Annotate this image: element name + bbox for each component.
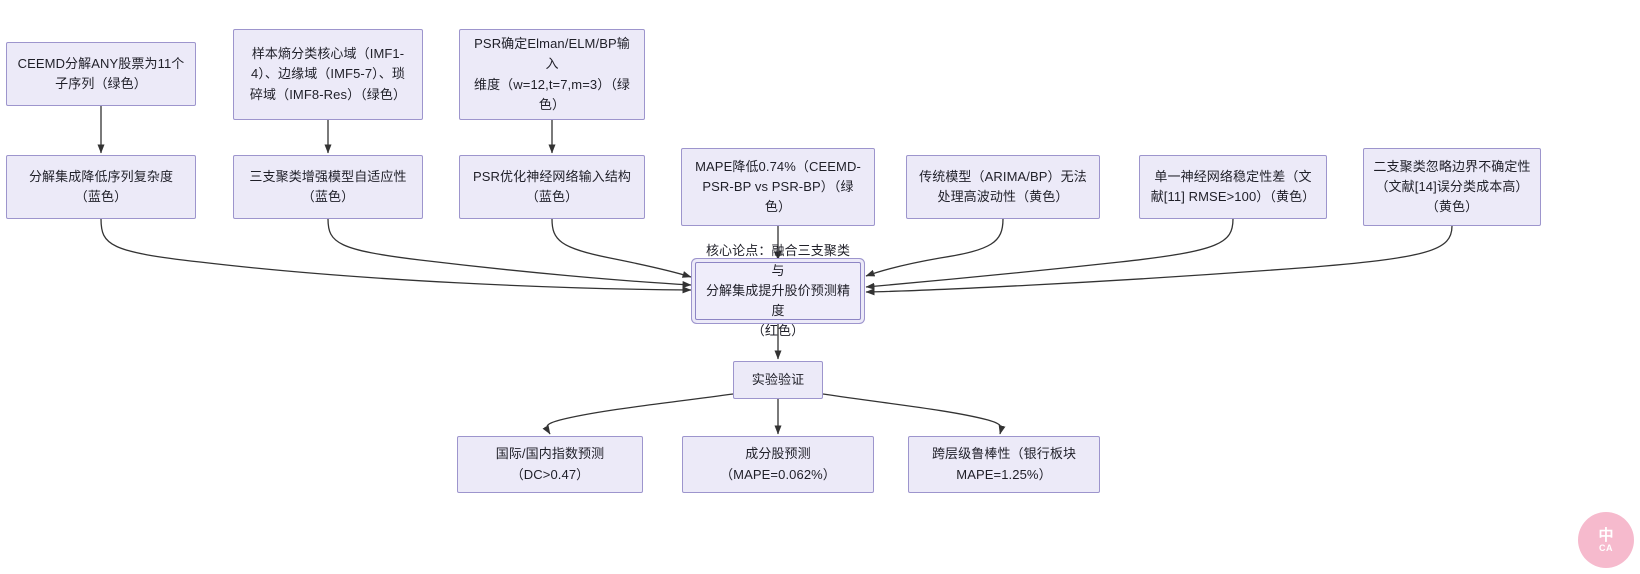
node-two-way-clustering-gap[interactable]: 二支聚类忽略边界不确定性 （文献[14]误分类成本高） （黄色）: [1363, 148, 1541, 226]
node-ceemd-decomposition[interactable]: CEEMD分解ANY股票为11个 子序列（绿色）: [6, 42, 196, 106]
watermark-subtext: CA: [1599, 542, 1613, 553]
node-psr-input-dimension[interactable]: PSR确定Elman/ELM/BP输入 维度（w=12,t=7,m=3）（绿 色…: [459, 29, 645, 120]
node-psr-optimize-nn-input[interactable]: PSR优化神经网络输入结构 （蓝色）: [459, 155, 645, 219]
node-decompose-reduce-complexity[interactable]: 分解集成降低序列复杂度 （蓝色）: [6, 155, 196, 219]
node-label: MAPE降低0.74%（CEEMD- PSR-BP vs PSR-BP）（绿 色…: [695, 158, 861, 215]
node-label: 分解集成降低序列复杂度 （蓝色）: [28, 168, 174, 204]
node-label: 二支聚类忽略边界不确定性 （文献[14]误分类成本高） （黄色）: [1373, 158, 1531, 215]
node-index-forecast-result[interactable]: 国际/国内指数预测 （DC>0.47）: [457, 436, 643, 493]
node-label: 实验验证: [751, 371, 805, 387]
node-label: CEEMD分解ANY股票为11个 子序列（绿色）: [17, 55, 185, 91]
node-label: 单一神经网络稳定性差（文 献[11] RMSE>100）（黄色）: [1150, 168, 1316, 204]
node-label: 传统模型（ARIMA/BP）无法 处理高波动性（黄色）: [919, 168, 1087, 204]
node-label: 三支聚类增强模型自适应性 （蓝色）: [249, 168, 407, 204]
edge-traditional-to-core: [865, 218, 1004, 277]
edge-twoway-to-core: [865, 225, 1453, 296]
node-experiment-validation[interactable]: 实验验证: [733, 361, 823, 399]
node-label: 样本熵分类核心域（IMF1- 4）、边缘域（IMF5-7）、琐 碎域（IMF8-…: [249, 46, 407, 102]
node-three-way-clustering-adaptivity[interactable]: 三支聚类增强模型自适应性 （蓝色）: [233, 155, 423, 219]
node-label: 核心论点：融合三支聚类与 分解集成提升股价预测精度 （红色）: [705, 242, 851, 339]
node-sample-entropy-classification[interactable]: 样本熵分类核心域（IMF1- 4）、边缘域（IMF5-7）、琐 碎域（IMF8-…: [233, 29, 423, 120]
edge-psropt-to-core: [551, 218, 692, 278]
node-mape-reduction-evidence[interactable]: MAPE降低0.74%（CEEMD- PSR-BP vs PSR-BP）（绿 色…: [681, 148, 875, 226]
edge-experiment-to-index: [542, 393, 734, 435]
node-label: 跨层级鲁棒性（银行板块 MAPE=1.25%）: [931, 446, 1077, 482]
edge-decompose-to-core: [100, 218, 692, 294]
edge-experiment-to-robust: [822, 393, 1006, 435]
node-cross-level-robustness-result[interactable]: 跨层级鲁棒性（银行板块 MAPE=1.25%）: [908, 436, 1100, 493]
node-traditional-model-gap[interactable]: 传统模型（ARIMA/BP）无法 处理高波动性（黄色）: [906, 155, 1100, 219]
node-label: PSR优化神经网络输入结构 （蓝色）: [472, 168, 632, 204]
node-label: PSR确定Elman/ELM/BP输入 维度（w=12,t=7,m=3）（绿 色…: [473, 36, 631, 112]
node-single-neural-network-gap[interactable]: 单一神经网络稳定性差（文 献[11] RMSE>100）（黄色）: [1139, 155, 1327, 219]
node-core-claim[interactable]: 核心论点：融合三支聚类与 分解集成提升股价预测精度 （红色）: [695, 243, 861, 338]
edge-singlenn-to-core: [865, 218, 1234, 290]
edge-threeway-to-core: [327, 218, 692, 289]
node-constituent-stock-forecast-result[interactable]: 成分股预测 （MAPE=0.062%）: [682, 436, 874, 493]
watermark-badge: 中 CA: [1578, 512, 1634, 568]
watermark-text: 中: [1598, 526, 1614, 544]
node-label: 成分股预测 （MAPE=0.062%）: [720, 446, 836, 482]
node-label: 国际/国内指数预测 （DC>0.47）: [495, 446, 605, 482]
